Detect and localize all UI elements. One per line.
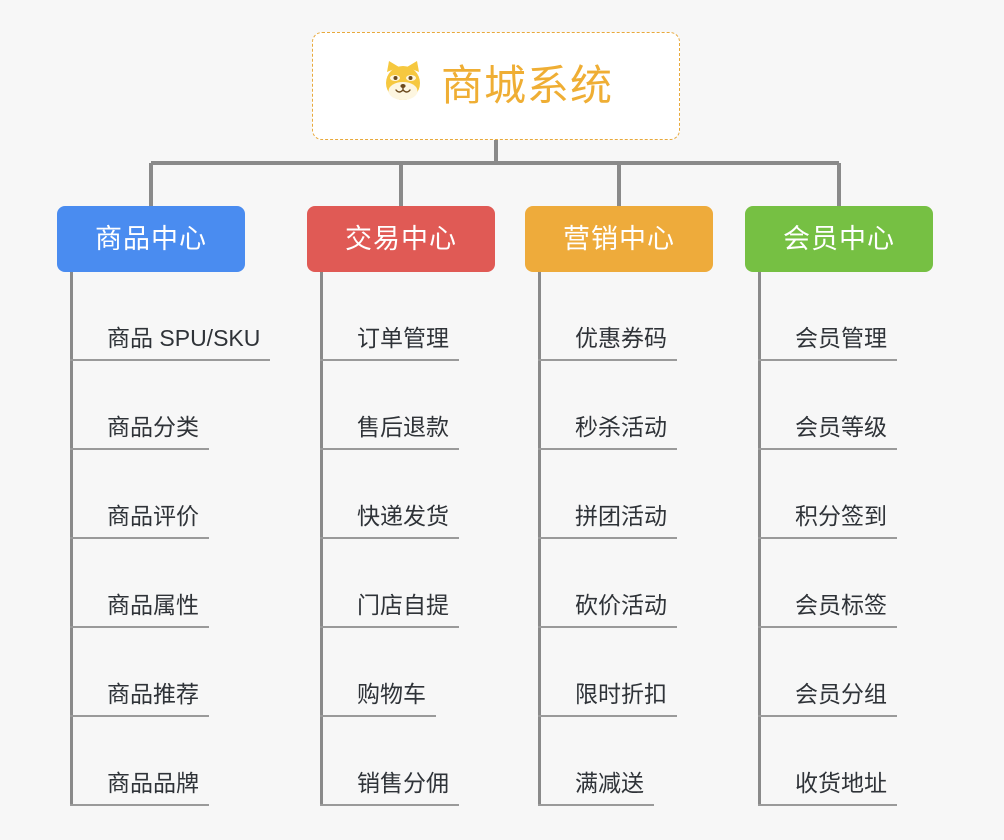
branch-item[interactable]: 快递发货 bbox=[320, 450, 550, 539]
branch-item-label: 商品 SPU/SKU bbox=[107, 324, 261, 351]
branch-item[interactable]: 收货地址 bbox=[758, 717, 988, 806]
branch-header-marketing-center[interactable]: 营销中心 bbox=[525, 206, 713, 272]
branch-item[interactable]: 限时折扣 bbox=[538, 628, 768, 717]
branch-product-center: 商品中心商品 SPU/SKU 商品分类商品评价商品属性商品推荐商品品牌 bbox=[57, 206, 270, 806]
branch-item[interactable]: 门店自提 bbox=[320, 539, 550, 628]
shiba-dog-face-icon bbox=[379, 58, 427, 114]
branch-item[interactable]: 售后退款 bbox=[320, 361, 550, 450]
branch-item-list: 优惠券码秒杀活动拼团活动砍价活动限时折扣满减送 bbox=[538, 272, 768, 806]
branch-item-label: 快递发货 bbox=[357, 502, 449, 529]
branch-item-label: 会员标签 bbox=[795, 591, 887, 618]
branch-item[interactable]: 订单管理 bbox=[320, 272, 550, 361]
branch-item-underline bbox=[758, 359, 897, 361]
branch-header-product-center[interactable]: 商品中心 bbox=[57, 206, 245, 272]
branch-header-member-center[interactable]: 会员中心 bbox=[745, 206, 933, 272]
branch-item-underline bbox=[538, 359, 677, 361]
branch-item-label: 会员等级 bbox=[795, 413, 887, 440]
branch-header-label: 商品中心 bbox=[95, 223, 207, 254]
branch-item-underline bbox=[70, 359, 270, 361]
branch-item[interactable]: 会员等级 bbox=[758, 361, 988, 450]
branch-item-underline bbox=[320, 359, 459, 361]
branch-item-label: 会员管理 bbox=[795, 324, 887, 351]
branch-item[interactable]: 商品评价 bbox=[70, 450, 300, 539]
branch-item-label: 订单管理 bbox=[357, 324, 449, 351]
branch-item-underline bbox=[758, 448, 897, 450]
branch-item[interactable]: 商品分类 bbox=[70, 361, 300, 450]
branch-item[interactable]: 商品品牌 bbox=[70, 717, 300, 806]
branch-member-center: 会员中心会员管理会员等级积分签到会员标签会员分组收货地址 bbox=[745, 206, 933, 806]
branch-item[interactable]: 销售分佣 bbox=[320, 717, 550, 806]
branch-stem bbox=[758, 272, 761, 806]
branch-item-label: 商品分类 bbox=[107, 413, 199, 440]
branch-item-label: 商品推荐 bbox=[107, 680, 199, 707]
branch-item-label: 优惠券码 bbox=[575, 324, 667, 351]
branch-item-label: 秒杀活动 bbox=[575, 413, 667, 440]
branch-item-underline bbox=[538, 537, 677, 539]
branch-item-label: 商品评价 bbox=[107, 502, 199, 529]
branch-stem bbox=[538, 272, 541, 806]
branch-item-label: 门店自提 bbox=[357, 591, 449, 618]
branch-item[interactable]: 优惠券码 bbox=[538, 272, 768, 361]
branch-stem bbox=[320, 272, 323, 806]
branch-item-underline bbox=[70, 448, 209, 450]
branch-item[interactable]: 满减送 bbox=[538, 717, 768, 806]
branch-item-underline bbox=[320, 715, 436, 717]
root-node-shop-system[interactable]: 商城系统 bbox=[312, 32, 680, 140]
branch-item-label: 商品品牌 bbox=[107, 769, 199, 796]
branch-item[interactable]: 会员分组 bbox=[758, 628, 988, 717]
branch-item-label: 拼团活动 bbox=[575, 502, 667, 529]
branch-item[interactable]: 积分签到 bbox=[758, 450, 988, 539]
root-title: 商城系统 bbox=[440, 62, 613, 109]
branch-item-underline bbox=[538, 448, 677, 450]
branch-trade-center: 交易中心订单管理售后退款快递发货门店自提购物车销售分佣 bbox=[307, 206, 495, 806]
branch-item[interactable]: 拼团活动 bbox=[538, 450, 768, 539]
branch-item-label: 砍价活动 bbox=[575, 591, 667, 618]
branch-item-label: 会员分组 bbox=[795, 680, 887, 707]
branch-item[interactable]: 砍价活动 bbox=[538, 539, 768, 628]
branch-header-trade-center[interactable]: 交易中心 bbox=[307, 206, 495, 272]
branch-marketing-center: 营销中心优惠券码秒杀活动拼团活动砍价活动限时折扣满减送 bbox=[525, 206, 713, 806]
branch-item[interactable]: 秒杀活动 bbox=[538, 361, 768, 450]
branch-item-underline bbox=[758, 804, 897, 806]
branch-item-underline bbox=[538, 804, 654, 806]
branch-item-list: 会员管理会员等级积分签到会员标签会员分组收货地址 bbox=[758, 272, 988, 806]
branch-item-label: 积分签到 bbox=[795, 502, 887, 529]
branch-item-underline bbox=[320, 448, 459, 450]
branch-item-underline bbox=[758, 715, 897, 717]
branch-item-label: 售后退款 bbox=[357, 413, 449, 440]
branch-header-label: 会员中心 bbox=[783, 223, 895, 254]
branch-item[interactable]: 购物车 bbox=[320, 628, 550, 717]
branch-item-label: 商品属性 bbox=[107, 591, 199, 618]
branch-item-underline bbox=[758, 626, 897, 628]
branch-item-label: 购物车 bbox=[357, 680, 426, 707]
branch-item-list: 订单管理售后退款快递发货门店自提购物车销售分佣 bbox=[320, 272, 550, 806]
branch-item-underline bbox=[758, 537, 897, 539]
branch-item[interactable]: 商品 SPU/SKU bbox=[70, 272, 300, 361]
branch-item-label: 限时折扣 bbox=[575, 680, 667, 707]
branch-item[interactable]: 会员管理 bbox=[758, 272, 988, 361]
branch-item[interactable]: 会员标签 bbox=[758, 539, 988, 628]
branch-stem bbox=[70, 272, 73, 806]
branch-item-list: 商品 SPU/SKU 商品分类商品评价商品属性商品推荐商品品牌 bbox=[70, 272, 300, 806]
branch-item-underline bbox=[70, 804, 209, 806]
branch-item-underline bbox=[70, 626, 209, 628]
branch-item-underline bbox=[320, 626, 459, 628]
branch-item-underline bbox=[538, 715, 677, 717]
branch-item-underline bbox=[320, 804, 459, 806]
branch-item-label: 满减送 bbox=[575, 769, 644, 796]
branch-item-label: 销售分佣 bbox=[357, 769, 449, 796]
branch-item[interactable]: 商品属性 bbox=[70, 539, 300, 628]
branch-item-underline bbox=[320, 537, 459, 539]
branch-item-underline bbox=[70, 537, 209, 539]
branch-header-label: 交易中心 bbox=[345, 223, 457, 254]
branch-item[interactable]: 商品推荐 bbox=[70, 628, 300, 717]
branch-item-underline bbox=[538, 626, 677, 628]
branch-item-label: 收货地址 bbox=[795, 769, 887, 796]
branch-header-label: 营销中心 bbox=[563, 223, 675, 254]
branch-item-underline bbox=[70, 715, 209, 717]
